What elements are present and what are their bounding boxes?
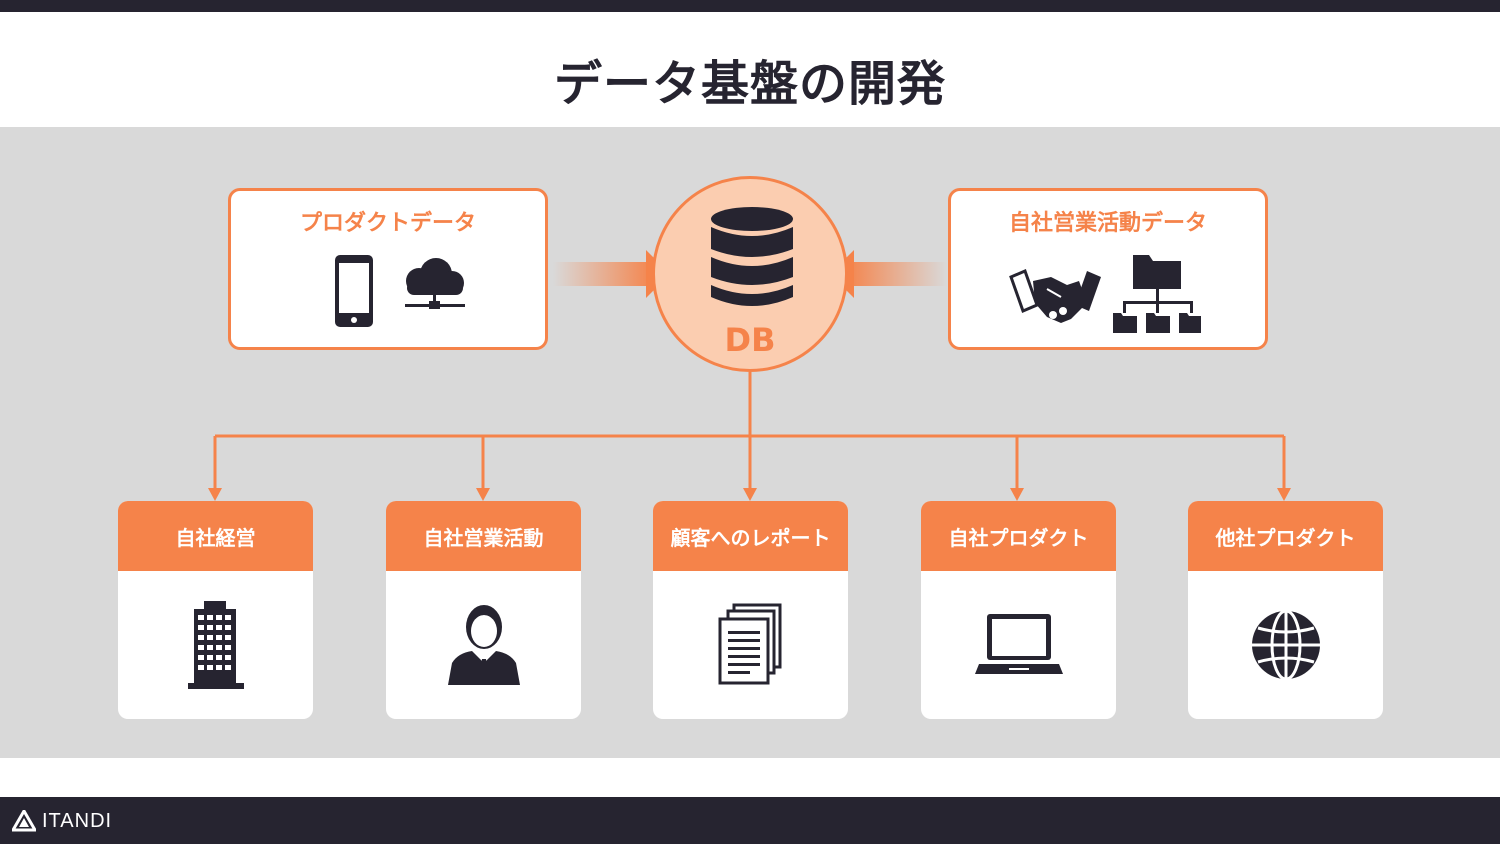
source-product-data: プロダクトデータ [228,188,548,350]
footer-bar [0,797,1500,844]
brand-logo: ITANDI [12,809,112,833]
card-title: 顧客へのレポート [653,501,848,571]
output-card-own-product: 自社プロダクト [921,501,1116,719]
page-title: データ基盤の開発 [553,56,946,112]
output-card-customer-report: 顧客へのレポート [653,501,848,719]
database-hub: DB [652,176,848,372]
globe-icon [1251,609,1320,681]
smartphone-icon [335,255,373,327]
distribution-lines [213,372,1286,492]
businessman-icon [447,605,520,685]
distribution-arrowheads [208,488,1291,501]
source-sales-activity-data: 自社営業活動データ [948,188,1268,350]
card-title: 他社プロダクト [1188,501,1383,571]
source-title: プロダクトデータ [299,211,476,236]
handshake-icon [1009,268,1101,323]
output-card-sales-activity: 自社営業活動 [386,501,581,719]
card-title: 自社経営 [118,501,313,571]
card-title: 自社営業活動 [386,501,581,571]
brand-name: ITANDI [42,809,113,832]
cloud-server-icon [405,258,465,309]
building-icon [187,601,244,689]
documents-icon [718,603,781,685]
folder-tree-icon [1113,255,1201,333]
source-title: 自社営業活動データ [1008,211,1207,236]
itandi-logo-icon [12,810,36,832]
laptop-icon [974,614,1063,674]
top-bar [0,0,1500,12]
hub-label: DB [724,321,776,359]
card-title: 自社プロダクト [921,501,1116,571]
database-icon [711,207,793,306]
output-card-management: 自社経営 [118,501,313,719]
output-card-other-company-product: 他社プロダクト [1188,501,1383,719]
